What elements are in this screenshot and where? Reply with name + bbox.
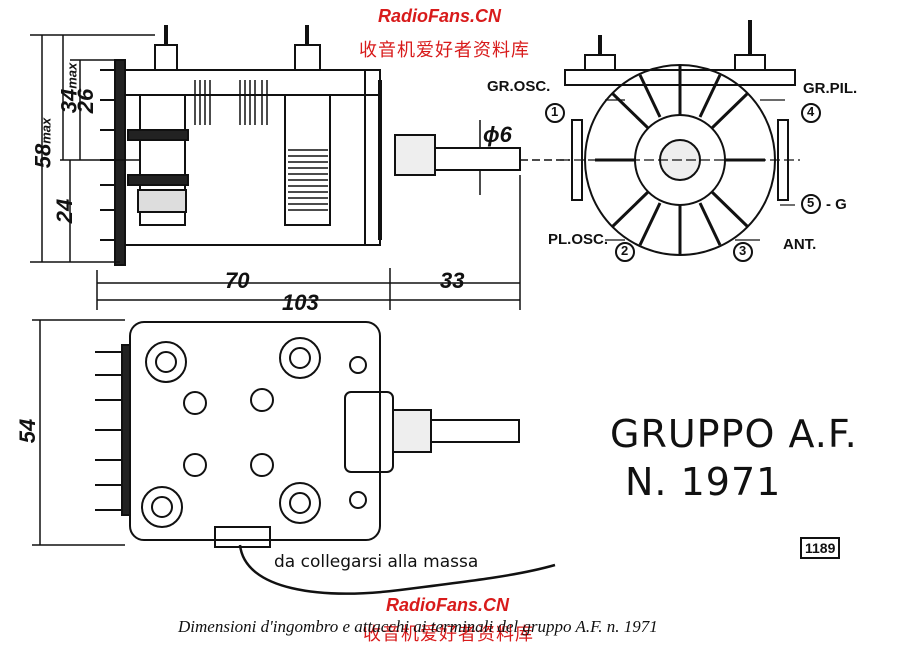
watermark-cn-top: 收音机爱好者资料库 xyxy=(359,40,530,61)
side-view-assembly xyxy=(100,25,521,266)
label-pl-osc: PL.OSC. xyxy=(548,231,609,248)
front-view-assembly xyxy=(95,321,556,595)
dim-103-label: 103 xyxy=(282,290,319,315)
label-g: - G xyxy=(826,196,847,213)
dim-26-label: 26 xyxy=(73,88,99,114)
dim-70-label: 70 xyxy=(225,268,250,293)
terminal-number-4: 4 xyxy=(807,104,815,119)
title-line-2: N. 1971 xyxy=(625,460,782,504)
label-ant: ANT. xyxy=(783,236,817,253)
dim-58-value: 58 xyxy=(30,143,56,169)
reference-code: 1189 xyxy=(800,537,841,559)
terminal-number-5: 5 xyxy=(807,195,815,210)
watermark-site-top: RadioFans.CN xyxy=(378,6,502,26)
dim-34-sub: max xyxy=(64,62,80,89)
label-gr-osc: GR.OSC. xyxy=(487,78,551,95)
ground-note: da collegarsi alla massa xyxy=(274,552,479,572)
terminal-number-1: 1 xyxy=(551,104,559,119)
dim-shaft-label: ϕ6 xyxy=(483,122,512,147)
terminal-number-2: 2 xyxy=(621,243,629,258)
dim-58-label: 58max xyxy=(30,118,56,169)
terminal-number-3: 3 xyxy=(739,243,747,258)
watermark-cn-bottom: 收音机爱好者资料库 xyxy=(363,624,534,645)
front-dimension-lines xyxy=(32,319,125,546)
label-gr-pil: GR.PIL. xyxy=(803,80,858,97)
side-dimension-lines xyxy=(30,34,570,310)
terminal-wafer-diagram xyxy=(545,20,821,262)
watermark-site-bottom: RadioFans.CN xyxy=(386,595,510,615)
title-line-1: GRUPPO A.F. xyxy=(610,412,858,456)
dim-54-label: 54 xyxy=(15,418,41,444)
dim-24-label: 24 xyxy=(52,198,78,224)
dim-58-sub: max xyxy=(38,117,54,144)
figure-caption: Dimensioni d'ingombro e attacchi ai term… xyxy=(178,617,658,636)
dim-33-label: 33 xyxy=(440,268,465,293)
